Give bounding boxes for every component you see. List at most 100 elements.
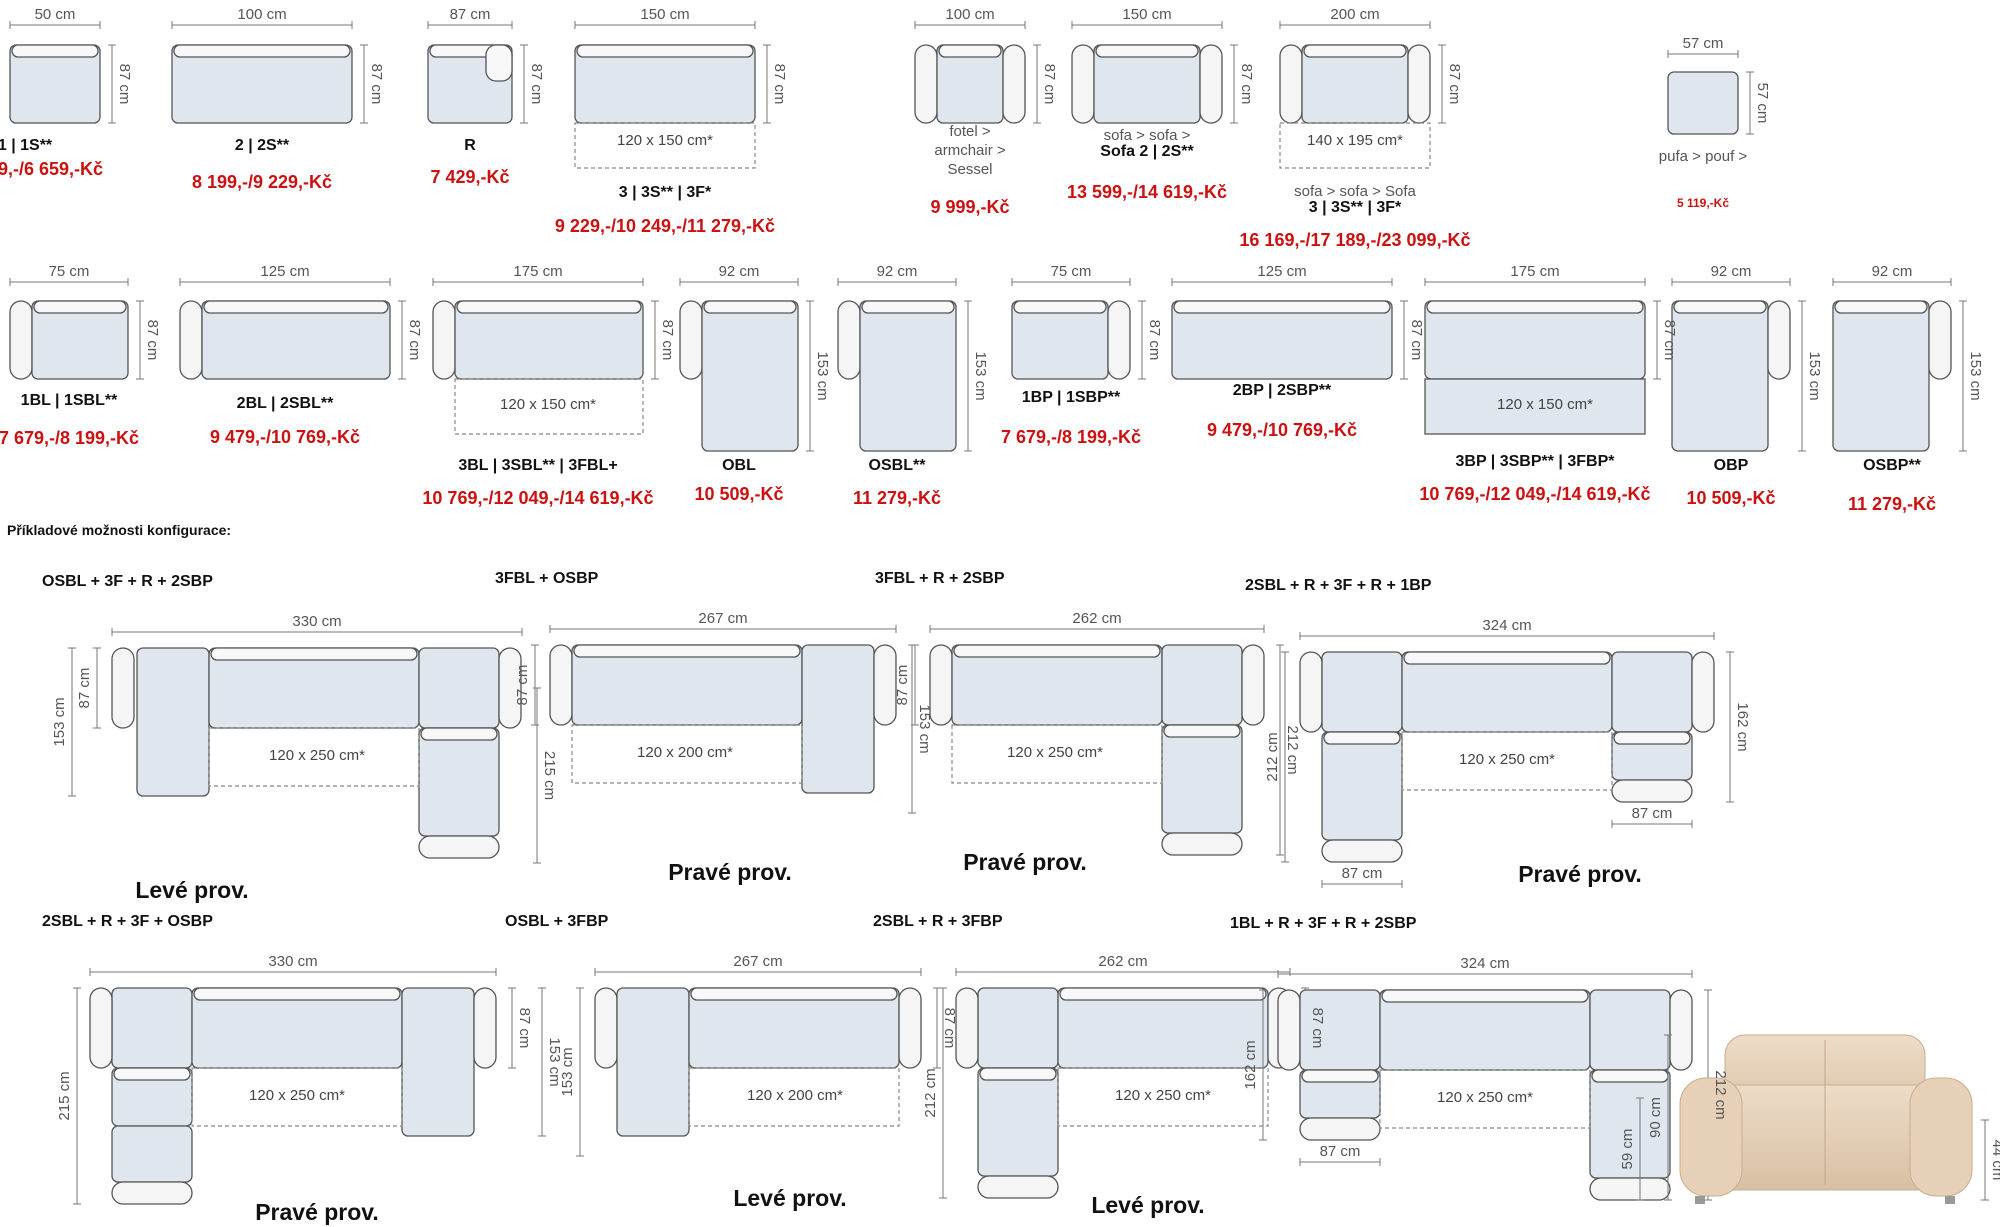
config-c5-chaise: [401, 987, 475, 1137]
module-n2-price: 9 479,-/10 769,-Kč: [210, 427, 360, 447]
config-c7-bed-outline: [1057, 1067, 1269, 1127]
module-n8-seat-back: [1426, 300, 1644, 314]
config-c4-center-back: [1403, 651, 1611, 665]
module-m4-seat-back: [576, 44, 754, 58]
config-c8-width-label: 324 cm: [1460, 955, 1509, 972]
module-n3-bed-label: 120 x 150 cm*: [500, 396, 596, 413]
module-n10-code: OSBP**: [1863, 457, 1922, 474]
module-n5-price: 11 279,-Kč: [853, 488, 941, 508]
config-c6-width-label: 267 cm: [733, 953, 782, 970]
module-m6-width-label: 150 cm: [1122, 6, 1171, 23]
config-c2-d1-label: 87 cm: [514, 665, 531, 706]
config-c2-width-label: 267 cm: [698, 610, 747, 627]
sofa-arm-right: [1909, 1077, 1973, 1197]
config-c3-bed-label: 120 x 250 cm*: [1007, 744, 1103, 761]
config-c8-arm-bottom-left: [1299, 1117, 1381, 1141]
module-n6-seat-back: [1013, 300, 1107, 314]
config-c4-bed-label: 120 x 250 cm*: [1459, 751, 1555, 768]
module-n5-code: OSBL**: [869, 457, 927, 474]
module-m7-arm-left: [1279, 44, 1303, 124]
config-c3-corner: [1161, 644, 1243, 726]
module-m2-code: 2 | 2S**: [235, 137, 290, 154]
config-c7-d1-label: 212 cm: [922, 1068, 939, 1117]
module-n3-seat-back: [456, 300, 642, 314]
module-n7-width-label: 125 cm: [1257, 263, 1306, 280]
module-m6-desc-0: sofa > sofa >: [1104, 127, 1191, 144]
module-m7-width-label: 200 cm: [1330, 6, 1379, 23]
config-c5-prov: Pravé prov.: [255, 1199, 379, 1225]
config-c6-d1-label: 153 cm: [559, 1047, 576, 1096]
config-c1-return: [418, 727, 500, 837]
sofa-photo: [1679, 1034, 1973, 1204]
module-n6-arm-right: [1107, 300, 1131, 380]
config-c4-bed-outline: [1401, 731, 1613, 791]
config-c7-return: [977, 1067, 1059, 1177]
config-c1-prov: Levé prov.: [135, 877, 248, 903]
config-c2-arm-left: [549, 644, 573, 726]
config-c7-return-back: [979, 1067, 1057, 1081]
module-n8-code: 3BP | 3SBP** | 3FBP*: [1456, 453, 1616, 470]
module-n2-seat-back: [203, 300, 389, 314]
module-n10-width-label: 92 cm: [1872, 263, 1913, 280]
module-n10-seat-back: [1834, 300, 1928, 314]
module-m7-code: 3 | 3S** | 3F*: [1309, 199, 1402, 216]
config-c4-return-left-back: [1323, 731, 1401, 745]
module-m6-arm-right: [1199, 44, 1223, 124]
config-c4-arm-bottom-right: [1611, 779, 1693, 803]
module-n6-code: 1BP | 1SBP**: [1022, 389, 1121, 406]
module-m2-depth-label: 87 cm: [368, 64, 385, 105]
module-m1-seat-back: [11, 44, 99, 58]
config-c6-title: OSBL + 3FBP: [505, 913, 609, 930]
config-c5-corner: [111, 987, 193, 1069]
module-m6-depth-label: 87 cm: [1238, 64, 1255, 105]
module-n1-width-label: 75 cm: [49, 263, 90, 280]
module-m3-price: 7 429,-Kč: [430, 167, 509, 187]
config-c4-width-label: 324 cm: [1482, 617, 1531, 634]
module-n7-price: 9 479,-/10 769,-Kč: [1207, 420, 1357, 440]
module-m5-desc-2: Sessel: [947, 161, 992, 178]
config-c4-d4-label: 87 cm: [1342, 865, 1383, 882]
config-c7-arm-bottom: [977, 1175, 1059, 1199]
config-c3-bed-outline: [951, 724, 1163, 784]
config-c6-d2-label: 87 cm: [941, 1008, 958, 1049]
module-n3-code: 3BL | 3SBL** | 3FBL+: [458, 457, 617, 474]
module-n6-price: 7 679,-/8 199,-Kč: [1001, 427, 1141, 447]
config-c3-arm-bottom: [1161, 832, 1243, 856]
config-c4-d2-label: 162 cm: [1734, 702, 1751, 751]
module-n2-code: 2BL | 2SBL**: [237, 395, 334, 412]
config-c1-arm-top: [111, 647, 135, 729]
config-c6-arm-left: [594, 987, 618, 1069]
config-c6-arm-right: [898, 987, 922, 1069]
module-m6-code: Sofa 2 | 2S**: [1100, 143, 1194, 160]
config-c2-prov: Pravé prov.: [668, 859, 792, 885]
module-n8-width-label: 175 cm: [1510, 263, 1559, 280]
module-m7-desc-0: sofa > sofa > Sofa: [1294, 183, 1416, 200]
config-c7-title: 2SBL + R + 3FBP: [873, 913, 1003, 930]
module-n3-width-label: 175 cm: [513, 263, 562, 280]
module-n8-price: 10 769,-/12 049,-/14 619,-Kč: [1419, 484, 1650, 504]
module-n3-bed-outline: [454, 378, 644, 435]
config-c8-d2-label: 87 cm: [1320, 1143, 1361, 1160]
config-c8-prov: Levé prov.: [1353, 1224, 1466, 1227]
module-n1-arm-left: [9, 300, 33, 380]
module-m1-price: 6 399,-/6 659,-Kč: [0, 159, 103, 179]
module-n2-width-label: 125 cm: [260, 263, 309, 280]
config-c3-return-back: [1163, 724, 1241, 738]
config-c5-return-back: [113, 1067, 191, 1081]
config-c2-bed-label: 120 x 200 cm*: [637, 744, 733, 761]
config-c6-bed-label: 120 x 200 cm*: [747, 1087, 843, 1104]
module-n7-depth-label: 87 cm: [1408, 320, 1425, 361]
module-m2-seat-back: [173, 44, 351, 58]
config-c5-bed-label: 120 x 250 cm*: [249, 1087, 345, 1104]
module-m4-depth-label: 87 cm: [771, 64, 788, 105]
module-n5-seat-back: [861, 300, 955, 314]
config-c3-seat-back: [953, 644, 1161, 658]
config-c4-corner-right: [1611, 651, 1693, 733]
config-c7-corner: [977, 987, 1059, 1069]
module-m4-width-label: 150 cm: [640, 6, 689, 23]
module-n1-depth-label: 87 cm: [144, 320, 161, 361]
config-c2-arm-right: [873, 644, 897, 726]
module-m8-price: 5 119,-Kč: [1677, 196, 1729, 210]
module-n5-depth-label: 153 cm: [972, 351, 989, 400]
config-c2-chaise: [801, 644, 875, 794]
